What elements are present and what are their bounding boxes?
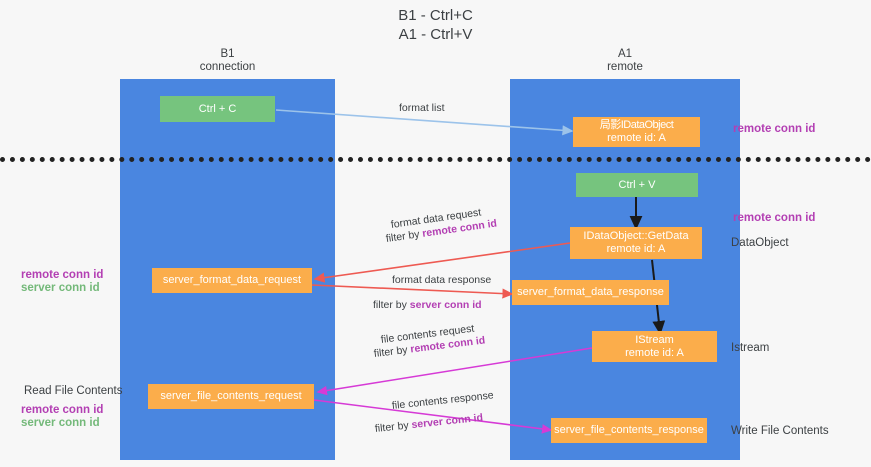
right-label-write-file-contents: Write File Contents xyxy=(731,425,829,437)
node-server-format-data-request-label: server_format_data_request xyxy=(162,274,302,286)
node-idataobject-line2: remote id: A xyxy=(607,132,666,144)
filter-key-server-conn-id: server conn id xyxy=(409,299,482,311)
lane-header-a1: A1 remote xyxy=(510,48,740,74)
lane-header-b1-sub: connection xyxy=(199,61,256,73)
right-label-remote-conn-id-top: remote conn id xyxy=(733,123,816,135)
diagram-title: B1 - Ctrl+C A1 - Ctrl+V xyxy=(0,6,871,44)
node-getdata-line1: IDataObject::GetData xyxy=(583,230,689,242)
edge-label-file-contents-response: file contents response xyxy=(391,389,495,412)
filter-prefix: filter by xyxy=(374,419,413,435)
right-label-remote-conn-id-mid: remote conn id xyxy=(733,212,816,224)
left-label-server-conn-id-2: server conn id xyxy=(21,417,100,429)
node-server-format-data-response[interactable]: server_format_data_response xyxy=(512,280,669,305)
title-line-1: B1 - Ctrl+C xyxy=(398,7,473,24)
node-ctrl-v[interactable]: Ctrl + V xyxy=(576,173,698,197)
node-server-file-contents-request-label: server_file_contents_request xyxy=(160,390,302,402)
node-istream-line2: remote id: A xyxy=(625,346,684,359)
edge-label-format-data-response-filter: filter by server conn id xyxy=(373,299,482,312)
node-idataobject-line1: 局影IDataObject xyxy=(599,119,674,131)
node-server-file-contents-response-label: server_file_contents_response xyxy=(554,424,704,436)
filter-key-server-conn-id: server conn id xyxy=(410,411,484,432)
node-istream[interactable]: IStream remote id: A xyxy=(592,331,717,362)
lane-header-b1: B1 connection xyxy=(120,48,335,74)
node-server-format-data-response-label: server_format_data_response xyxy=(517,286,664,298)
node-idataobject-getdata[interactable]: IDataObject::GetData remote id: A xyxy=(570,227,702,259)
node-server-format-data-request[interactable]: server_format_data_request xyxy=(152,268,312,293)
title-line-2: A1 - Ctrl+V xyxy=(398,26,473,43)
left-label-remote-conn-id-2: remote conn id xyxy=(21,404,104,416)
node-server-file-contents-request[interactable]: server_file_contents_request xyxy=(148,384,314,409)
left-label-read-file-contents: Read File Contents xyxy=(24,385,123,397)
lane-header-b1-name: B1 xyxy=(220,48,235,60)
right-label-istream: Istream xyxy=(731,342,770,354)
filter-prefix: filter by xyxy=(373,343,412,360)
lane-header-a1-sub: remote xyxy=(607,61,643,73)
edge-label-file-contents-response-filter: filter by server conn id xyxy=(374,412,483,436)
node-ctrl-c-label: Ctrl + C xyxy=(198,102,237,115)
edge-label-format-data-response: format data response xyxy=(392,274,492,286)
filter-prefix: filter by xyxy=(373,299,410,311)
left-label-remote-conn-id-1: remote conn id xyxy=(21,269,104,281)
right-label-dataobject: DataObject xyxy=(731,237,789,249)
node-server-file-contents-response[interactable]: server_file_contents_response xyxy=(551,418,707,443)
node-ctrl-v-label: Ctrl + V xyxy=(618,178,656,191)
node-ctrl-c[interactable]: Ctrl + C xyxy=(160,96,275,122)
node-idataobject[interactable]: 局影IDataObject remote id: A xyxy=(573,117,700,147)
lane-header-a1-name: A1 xyxy=(617,48,633,60)
edge-label-format-list: format list xyxy=(399,102,445,114)
node-getdata-line2: remote id: A xyxy=(606,243,666,255)
node-istream-line1: IStream xyxy=(635,333,674,346)
phase-divider xyxy=(0,157,871,162)
left-label-server-conn-id-1: server conn id xyxy=(21,282,100,294)
